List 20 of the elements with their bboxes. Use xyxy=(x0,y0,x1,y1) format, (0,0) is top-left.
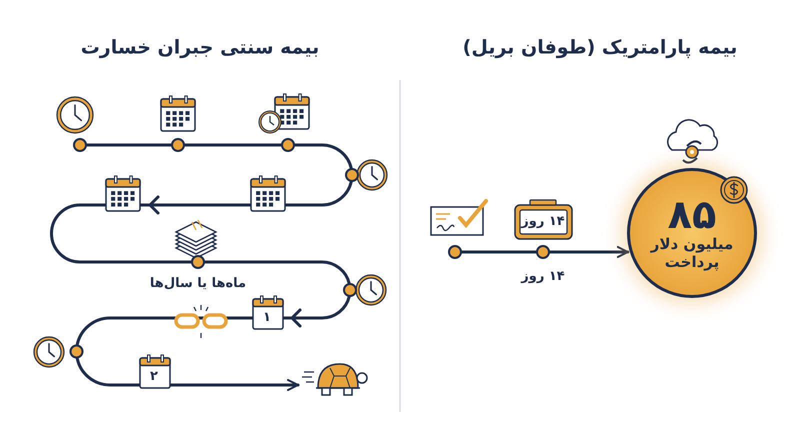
payout-circle xyxy=(627,168,757,298)
milestone-dot xyxy=(345,168,359,182)
duration-label: ۱۴ روز xyxy=(521,270,565,284)
milestone-dot xyxy=(73,138,87,152)
calendar-number: ۱ xyxy=(263,310,271,326)
milestone-dot xyxy=(281,138,295,152)
milestone-dot xyxy=(536,245,550,259)
milestone-dot xyxy=(191,255,205,269)
section-title: بیمه پارامتریک (طوفان بریل) xyxy=(462,38,738,58)
payout-text: میلیون دلار پرداخت xyxy=(649,235,734,271)
milestone-dot xyxy=(70,344,84,358)
section-title: بیمه سنتی جبران خسارت xyxy=(80,38,320,58)
milestone-dot xyxy=(171,138,185,152)
milestone-dot xyxy=(448,245,462,259)
timer-text: ۱۴ روز xyxy=(521,214,565,230)
path-arrow xyxy=(548,246,630,258)
calendar-number: ۲ xyxy=(150,370,158,384)
amount-number: ۸۵ xyxy=(668,195,716,235)
milestone-dot xyxy=(343,283,357,297)
duration-label: ماه‌ها یا سال‌ها xyxy=(150,276,246,292)
